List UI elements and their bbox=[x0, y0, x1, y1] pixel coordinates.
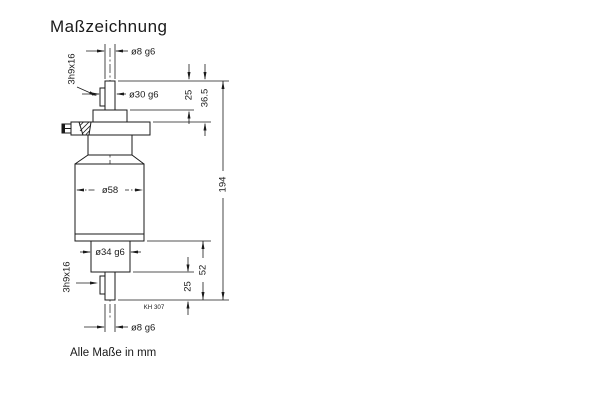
part-neck bbox=[87, 134, 133, 156]
dim-label-top-shaft-dia: ø8 g6 bbox=[131, 47, 155, 58]
label-backing bbox=[94, 171, 229, 282]
part-bottom-key bbox=[99, 275, 106, 295]
part-flange-tab-edge bbox=[61, 123, 65, 134]
dim-label-lower-length: 52 bbox=[198, 265, 209, 276]
part-collar-o30 bbox=[92, 109, 128, 123]
drawing-code: KH 307 bbox=[144, 304, 165, 311]
dimension-arrows bbox=[76, 49, 225, 329]
dim-label-top-shaft-length: 25 bbox=[184, 90, 195, 101]
dim-label-body-dia: ø58 bbox=[102, 185, 118, 196]
dim-label-total-length: 194 bbox=[218, 177, 229, 193]
footer-note: Alle Maße in mm bbox=[70, 347, 156, 359]
extension-lines bbox=[104, 44, 229, 332]
part-top-shaft bbox=[104, 80, 116, 111]
part-body-o58 bbox=[74, 163, 145, 242]
part-bottom-shaft bbox=[104, 271, 116, 301]
section-hatch bbox=[79, 121, 91, 135]
part-top-key bbox=[99, 87, 106, 107]
dim-label-lower-collar-dia: ø34 g6 bbox=[95, 247, 125, 258]
dim-label-top-to-flange: 36.5 bbox=[200, 89, 211, 108]
page-title: Maßzeichnung bbox=[50, 17, 168, 36]
dim-label-bottom-shaft-length: 25 bbox=[183, 281, 194, 292]
part-taper bbox=[74, 154, 145, 165]
dim-label-top-key: 3h9x16 bbox=[67, 53, 78, 84]
dim-label-bottom-key: 3h9x16 bbox=[62, 261, 73, 292]
dim-label-collar-dia: ø30 g6 bbox=[129, 90, 159, 101]
dim-label-bottom-shaft-dia: ø8 g6 bbox=[131, 323, 155, 334]
